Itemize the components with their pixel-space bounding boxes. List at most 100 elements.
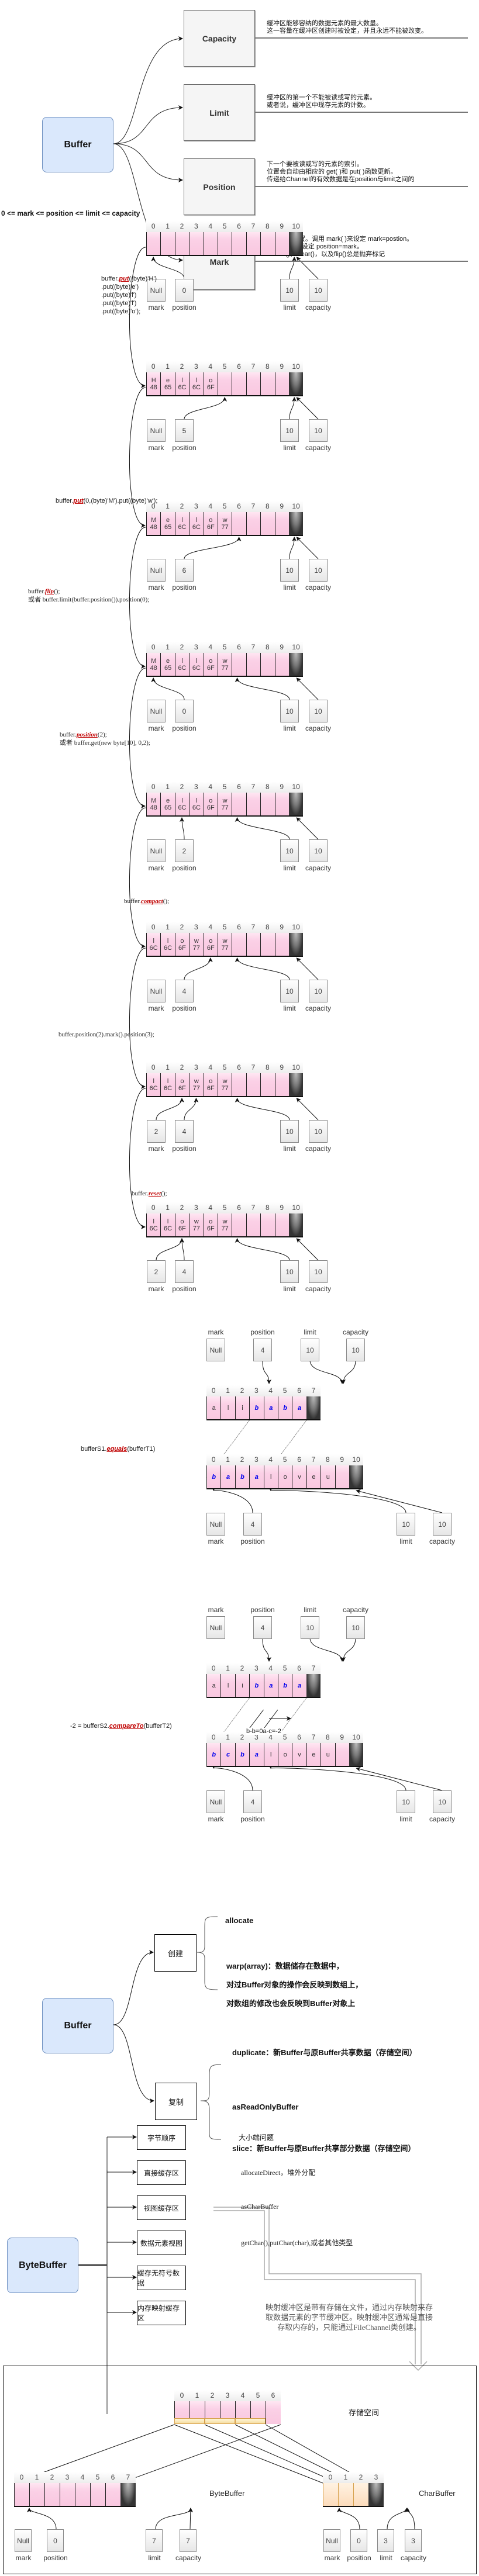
limit-pointer-arrow (235, 817, 290, 840)
cell-char: o (180, 1077, 184, 1085)
cell-char: l (167, 1218, 169, 1225)
cell-char: l (195, 376, 198, 384)
buffer-cell (146, 232, 161, 255)
cell-char: b (212, 1751, 216, 1758)
limit-value: 10 (285, 286, 294, 295)
bytebuffer-label: ByteBuffer (209, 2489, 245, 2498)
limit-label: limit (283, 583, 296, 592)
position-value: 0 (182, 286, 187, 295)
capacity-value-box: 10 (309, 980, 328, 1002)
operation-line: buffer.flip(); (28, 587, 149, 596)
cell-char: w (222, 1218, 228, 1225)
buffer-cell (260, 372, 275, 395)
position-pointer-arrow (184, 1098, 199, 1121)
buffer-end-cell (368, 2483, 384, 2506)
index-label: 1 (166, 1063, 170, 1071)
index-label: 6 (237, 643, 241, 651)
buffer-cell (232, 793, 246, 815)
cell-hex: 6F (206, 804, 215, 811)
buffer-creation-root-label: Buffer (64, 2020, 92, 2031)
buffer-cell: l (220, 1674, 235, 1697)
index-label: 9 (280, 1063, 284, 1071)
mark-value-box: Null (206, 1339, 225, 1361)
cell-char: l (181, 516, 183, 524)
index-label: 6 (237, 222, 241, 230)
buffer-cell: a (249, 1465, 264, 1488)
operation-extra-line: .put((byte)'o'); (101, 308, 141, 315)
cell-hex: 77 (221, 944, 229, 952)
property-underline (255, 37, 468, 39)
capacity-value-box: 10 (309, 559, 328, 582)
cell-char: b (212, 1473, 216, 1481)
index-label: 10 (292, 222, 300, 230)
buffer-cell (60, 2483, 75, 2506)
cell-hex: 6C (164, 1225, 173, 1232)
index-label: 7 (251, 643, 256, 651)
capacity-label: capacity (305, 1004, 332, 1012)
capacity-pointer-arrow (296, 677, 319, 700)
mark-label: mark (148, 1004, 164, 1012)
index-label: 4 (208, 643, 213, 651)
index-label: 5 (222, 923, 227, 931)
operation-line: buffer.compact(); (124, 897, 169, 905)
index-label: 1 (166, 502, 170, 510)
feature-description: asCharBuffer (241, 2202, 279, 2211)
index-label: 5 (222, 502, 227, 510)
index-label: 0 (151, 643, 156, 651)
cell-hex: 6C (178, 383, 187, 391)
buffer-cell (217, 372, 232, 395)
property-node-position: Position (184, 158, 255, 215)
cell-hex: 77 (192, 1084, 200, 1092)
buffer-cell: b (249, 1674, 264, 1697)
buffer-cell: i (235, 1396, 250, 1419)
buffer-root-label: Buffer (64, 139, 92, 150)
cell-char: o (283, 1473, 287, 1481)
tree-branch-arrow (113, 2024, 154, 2103)
limit-value-box: 10 (301, 1616, 319, 1639)
char-slot-strip (235, 2418, 266, 2424)
buffer-cell: a (206, 1396, 221, 1419)
buffer-cell: o (277, 1743, 292, 1766)
operation-method: position (76, 731, 98, 738)
capacity-value: 10 (314, 707, 322, 715)
buffer-cell (246, 653, 261, 676)
index-label: 8 (265, 1204, 270, 1212)
index-label: 2 (240, 1733, 244, 1741)
buffer-end-cell (288, 512, 304, 535)
feature-node: 直接缓存区 (137, 2160, 186, 2185)
limit-label: limit (283, 724, 296, 732)
index-label: 6 (237, 923, 241, 931)
limit-label: limit (283, 1004, 296, 1012)
limit-pointer-arrow (289, 397, 297, 420)
feature-node: 数据元素视图 (137, 2231, 186, 2255)
cell-hex: 6F (206, 523, 215, 531)
position-label: position (172, 303, 197, 312)
limit-value: 10 (402, 1520, 410, 1529)
mark-label: mark (148, 1144, 164, 1153)
limit-value: 10 (285, 846, 294, 855)
buffer-cell: v (292, 1743, 306, 1766)
charbuffer-cells (323, 2483, 384, 2507)
index-label: 1 (166, 643, 170, 651)
buffer-end-cell (288, 793, 304, 815)
buffer-cell (246, 1073, 261, 1096)
operation-method: put (119, 275, 129, 282)
char-limit-value: 3 (384, 2536, 388, 2545)
limit-value-box: 10 (397, 1790, 415, 1813)
index-label: 2 (240, 1664, 244, 1672)
limit-pointer-arrow (309, 1360, 344, 1384)
index-label: 10 (352, 1455, 360, 1464)
cell-hex: 6C (149, 1084, 158, 1092)
cell-char: o (283, 1751, 287, 1758)
operation-prefix: buffer. (60, 731, 77, 738)
position-value-box: 4 (253, 1339, 272, 1361)
char-mark-value: Null (326, 2536, 338, 2545)
